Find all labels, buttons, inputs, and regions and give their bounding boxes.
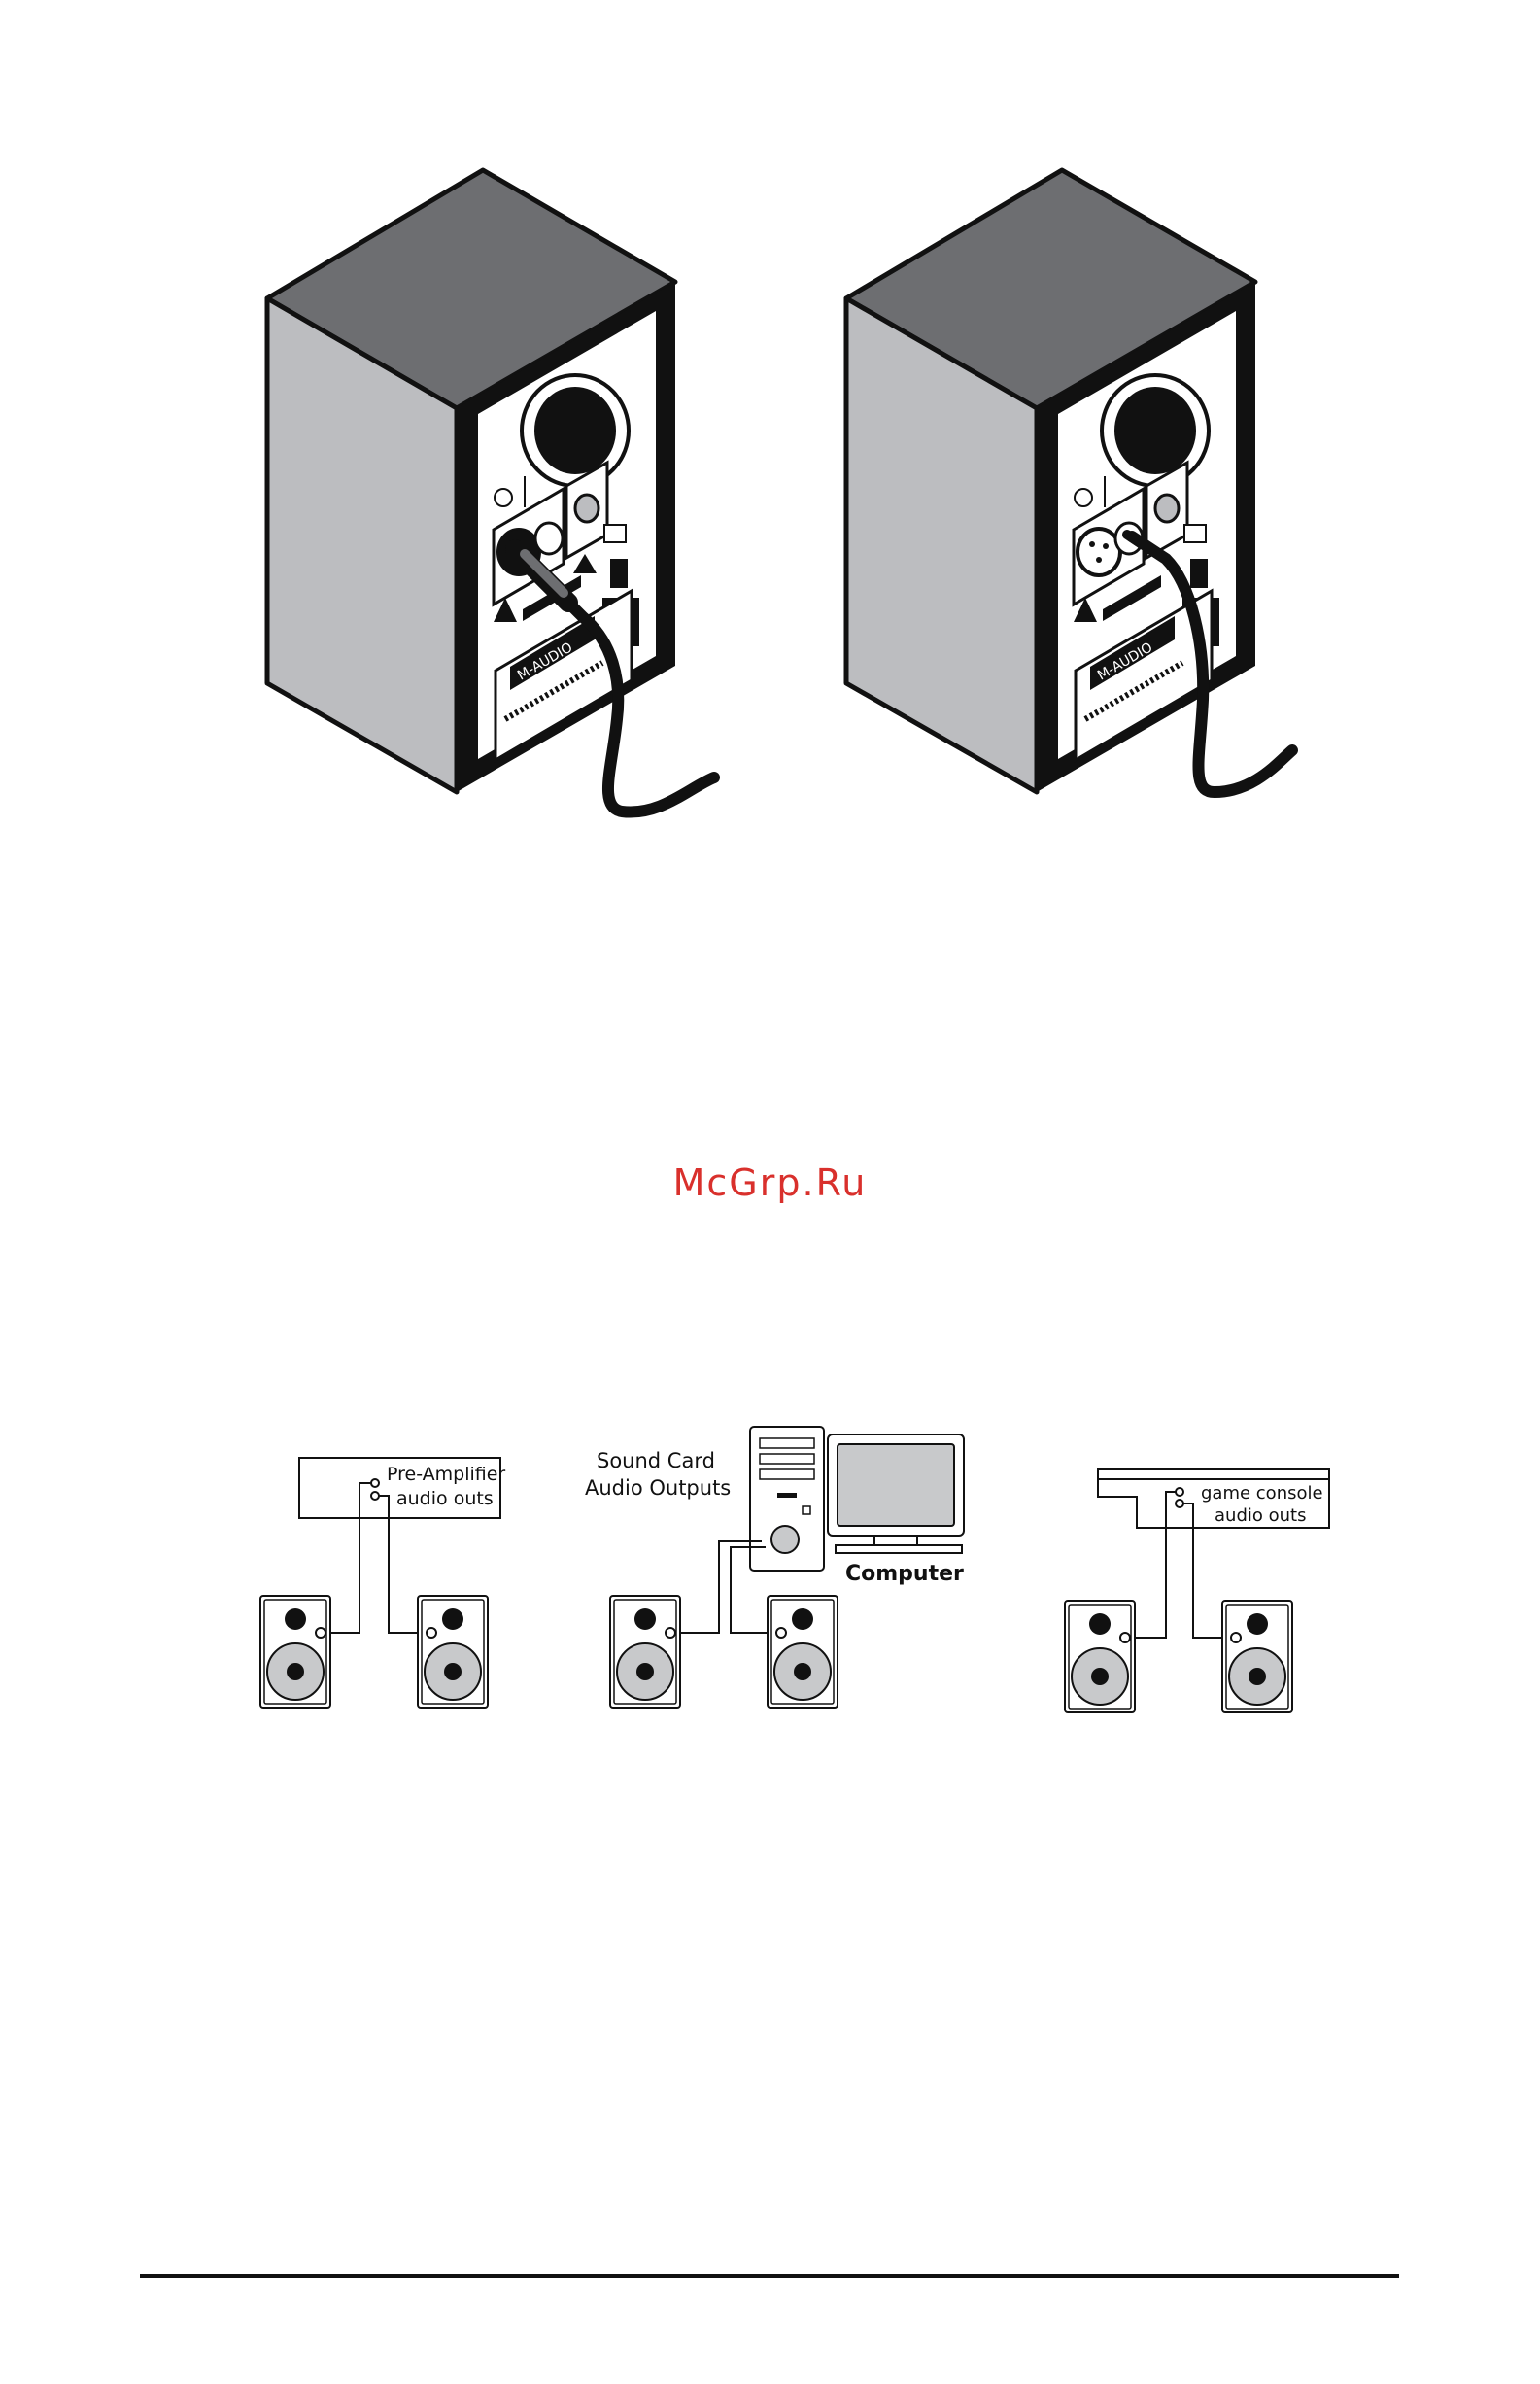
monitor-rear-left: M-AUDIO bbox=[267, 170, 714, 812]
console-label-line2: audio outs bbox=[1215, 1505, 1306, 1526]
speaker-left-console bbox=[1065, 1601, 1135, 1712]
console-label-line1: game console bbox=[1201, 1483, 1323, 1503]
speaker-left-preamp bbox=[260, 1596, 330, 1708]
monitor-rear-right: M-AUDIO bbox=[846, 170, 1292, 792]
soundcard-label-line2: Audio Outputs bbox=[585, 1476, 731, 1500]
preamp-label-line1: Pre-Amplifier bbox=[387, 1464, 505, 1485]
diagram-computer-connection: Sound Card Audio Outputs Computer bbox=[585, 1427, 964, 1708]
preamp-label-line2: audio outs bbox=[396, 1488, 494, 1509]
diagram-console-connection: game console audio outs bbox=[1065, 1469, 1329, 1712]
speaker-right-preamp bbox=[418, 1596, 488, 1708]
watermark: McGrp.Ru bbox=[0, 1161, 1540, 1204]
soundcard-label-line1: Sound Card bbox=[597, 1449, 715, 1472]
speaker-left-computer bbox=[610, 1596, 680, 1708]
computer-label: Computer bbox=[845, 1562, 964, 1586]
diagram-preamp-connection: Pre-Amplifier audio outs bbox=[260, 1458, 505, 1708]
speaker-right-console bbox=[1222, 1601, 1292, 1712]
speaker-right-computer bbox=[768, 1596, 838, 1708]
